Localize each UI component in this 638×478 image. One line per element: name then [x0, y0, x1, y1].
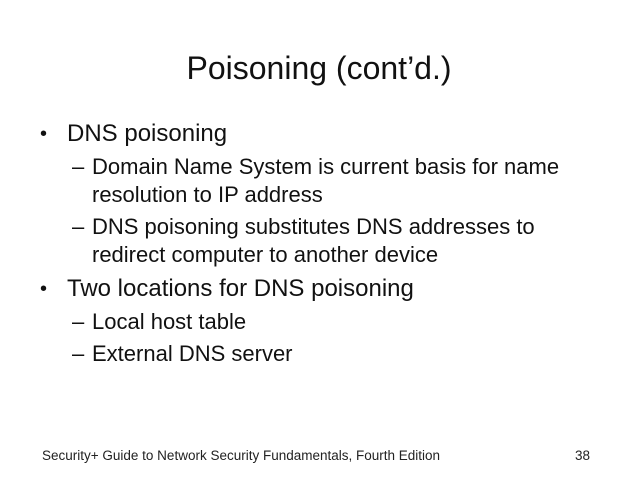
bullet-icon: •	[40, 123, 48, 145]
dash-icon: –	[72, 154, 85, 179]
bullet-text: Two locations for DNS poisoning	[67, 275, 414, 302]
dash-icon: –	[72, 309, 85, 334]
footer-book-title: Security+ Guide to Network Security Fund…	[42, 448, 441, 463]
dash-icon: –	[72, 341, 85, 366]
slide-title: Poisoning (cont’d.)	[186, 50, 452, 86]
sub-bullet-item: – Local host table	[72, 308, 618, 336]
sub-bullet-text: DNS poisoning substitutes DNS addresses …	[92, 214, 535, 267]
bullet-item-two-locations: • Two locations for DNS poisoning	[40, 274, 618, 304]
slide-footer: Security+ Guide to Network Security Fund…	[42, 448, 590, 464]
sub-bullet-text: Local host table	[92, 309, 247, 334]
sub-bullet-item: – External DNS server	[72, 340, 618, 368]
dash-icon: –	[72, 214, 85, 239]
bullet-text: DNS poisoning	[67, 120, 228, 147]
sub-bullet-item: – Domain Name System is current basis fo…	[72, 153, 618, 209]
bullet-icon: •	[40, 278, 48, 300]
sub-bullet-item: – DNS poisoning substitutes DNS addresse…	[72, 213, 618, 269]
bullet-item-dns-poisoning: • DNS poisoning	[40, 119, 618, 149]
sub-bullet-text: External DNS server	[92, 341, 293, 366]
sub-bullet-text: Domain Name System is current basis for …	[92, 154, 560, 207]
page-number: 38	[574, 448, 590, 463]
slide-body: • DNS poisoning – Domain Name System is …	[40, 114, 618, 368]
